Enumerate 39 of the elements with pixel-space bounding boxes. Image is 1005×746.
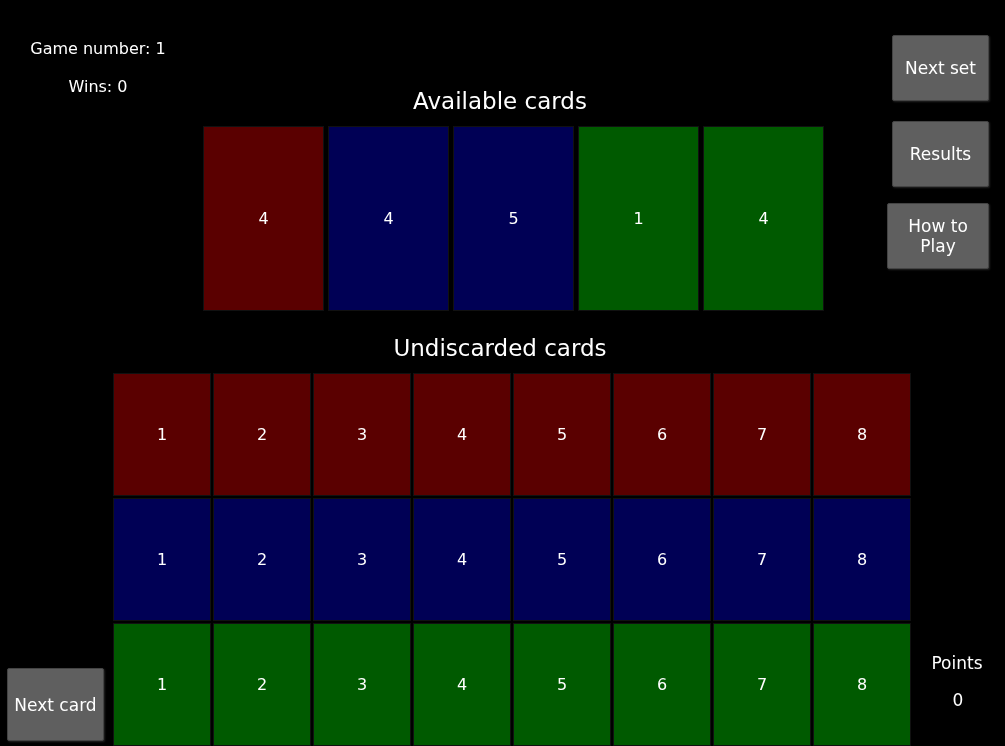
points-value: 0 xyxy=(952,690,964,710)
game-number-text: Game number: 1 xyxy=(30,39,166,58)
playing-card: 4 xyxy=(413,623,511,746)
playing-card: 5 xyxy=(453,126,574,311)
next-set-button: Next set xyxy=(892,35,989,101)
section-heading: Available cards xyxy=(413,88,587,114)
playing-card: 7 xyxy=(713,373,811,496)
playing-card: 3 xyxy=(313,498,411,621)
playing-card: 5 xyxy=(513,373,611,496)
playing-card: 6 xyxy=(613,373,711,496)
playing-card: 6 xyxy=(613,623,711,746)
playing-card: 5 xyxy=(513,623,611,746)
wins-text: Wins: 0 xyxy=(68,77,128,96)
playing-card: 2 xyxy=(213,623,311,746)
playing-card: 3 xyxy=(313,373,411,496)
playing-card: 1 xyxy=(113,498,211,621)
playing-card: 1 xyxy=(113,373,211,496)
playing-card: 8 xyxy=(813,373,911,496)
playing-card: 5 xyxy=(513,498,611,621)
section-heading: Undiscarded cards xyxy=(393,335,607,361)
playing-card: 1 xyxy=(113,623,211,746)
playing-card: 8 xyxy=(813,623,911,746)
results-button: Results xyxy=(892,121,989,187)
playing-card: 8 xyxy=(813,498,911,621)
playing-card: 4 xyxy=(703,126,824,311)
playing-card: 7 xyxy=(713,498,811,621)
playing-card: 1 xyxy=(578,126,699,311)
playing-card: 2 xyxy=(213,498,311,621)
playing-card: 4 xyxy=(328,126,449,311)
playing-card: 3 xyxy=(313,623,411,746)
playing-card: 6 xyxy=(613,498,711,621)
next-card-button: Next card xyxy=(7,668,104,741)
playing-card: 4 xyxy=(413,498,511,621)
playing-card: 2 xyxy=(213,373,311,496)
points-label: Points xyxy=(931,653,983,673)
playing-card: 4 xyxy=(413,373,511,496)
playing-card: 4 xyxy=(203,126,324,311)
playing-card: 7 xyxy=(713,623,811,746)
how-to-play-button: How to Play xyxy=(887,203,989,269)
